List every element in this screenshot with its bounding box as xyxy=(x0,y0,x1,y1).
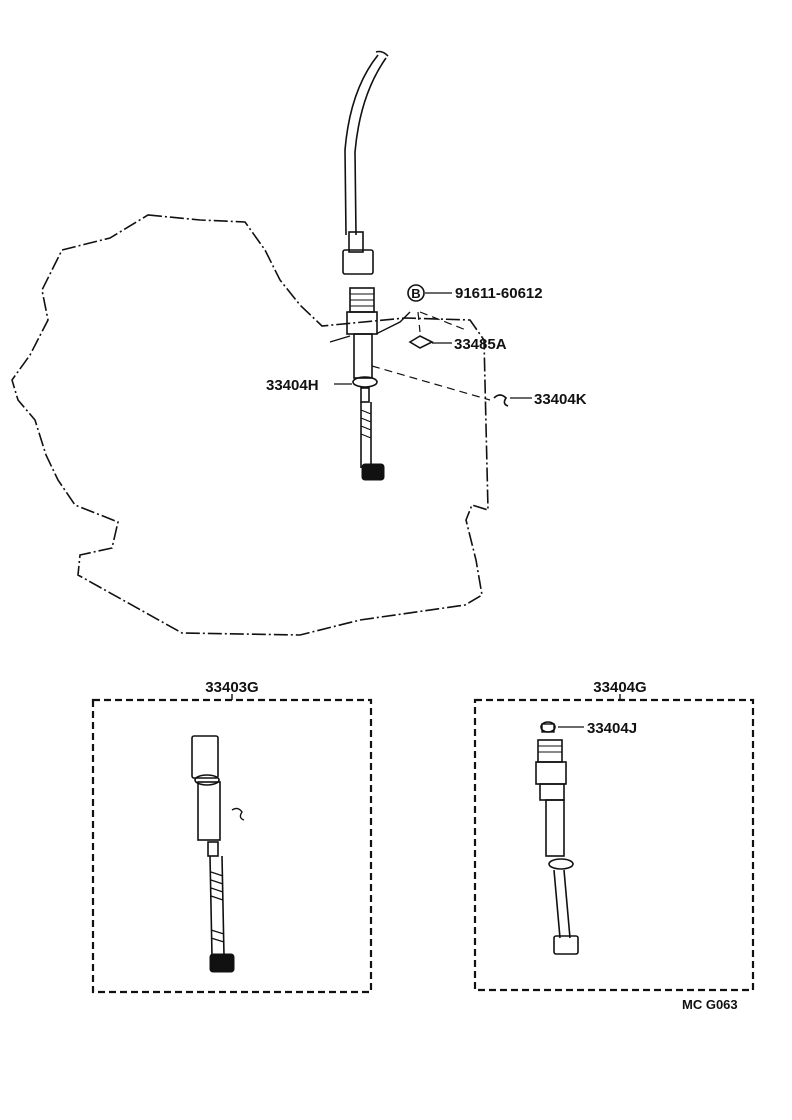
lock-plate-installed xyxy=(408,335,434,349)
kit-right-label: 33404G xyxy=(593,679,646,696)
transmission-housing-outline xyxy=(11,214,489,636)
kit-left-label: 33403G xyxy=(205,679,258,696)
callout-bolt: 91611-60612 xyxy=(455,285,543,302)
kit-box-right: 33404G 33404J xyxy=(473,679,755,992)
clip-33404k xyxy=(493,394,509,407)
callout-lock-plate: 33485A xyxy=(454,336,507,353)
driven-gear-teeth xyxy=(361,463,385,481)
kit-box-left: 33403G xyxy=(91,679,373,994)
kit-right-part-label: 33404J xyxy=(587,720,637,737)
driven-gear-sleeve-assembly xyxy=(329,287,411,379)
bolt-b-marker: B xyxy=(407,284,425,302)
installation-leader-lines xyxy=(371,311,491,401)
bolt-b-marker-label: B xyxy=(411,286,420,301)
diagram-code: MC G063 xyxy=(682,997,738,1012)
driven-gear-shaft xyxy=(360,387,385,481)
o-ring-installed xyxy=(352,376,378,388)
speedometer-cable xyxy=(342,50,389,275)
kit-left-gear xyxy=(209,953,235,973)
callout-o-ring: 33404H xyxy=(266,377,319,394)
callout-clip: 33404K xyxy=(534,391,587,408)
callout-leaders xyxy=(334,292,532,399)
